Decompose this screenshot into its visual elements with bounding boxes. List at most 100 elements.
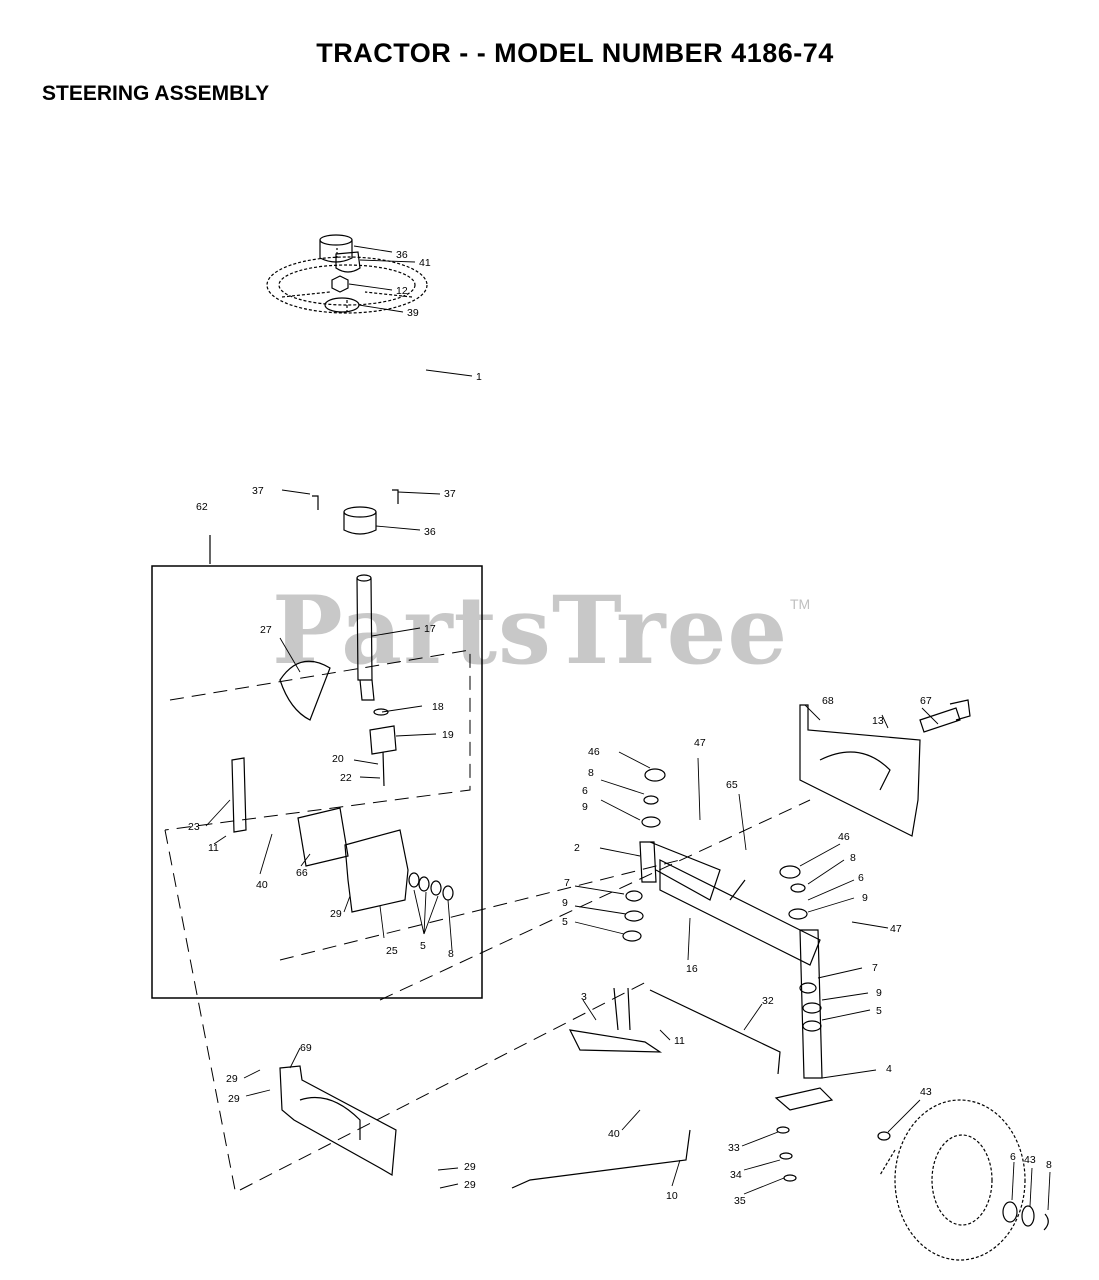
callout-20: 20	[332, 753, 344, 765]
callout-36-lower: 36	[424, 526, 436, 538]
callout-65: 65	[726, 779, 738, 791]
page-title: TRACTOR - - MODEL NUMBER 4186-74	[316, 38, 834, 68]
callout-32: 32	[762, 995, 774, 1007]
callout-40-lower: 40	[608, 1128, 620, 1140]
callout-8-upper: 8	[448, 948, 454, 960]
callout-19: 19	[442, 729, 454, 741]
shaft-support-19	[369, 708, 397, 755]
callout-5-left: 5	[562, 916, 568, 928]
bolt-22	[382, 751, 385, 787]
callout-62: 62	[196, 501, 208, 513]
bracket-25	[344, 829, 409, 913]
front-wheel	[879, 1099, 1026, 1261]
callout-41: 41	[419, 257, 431, 269]
callout-47-right: 47	[890, 923, 902, 935]
callout-37-left: 37	[252, 485, 264, 497]
callout-3: 3	[581, 991, 587, 1003]
callout-29-a: 29	[226, 1073, 238, 1085]
callout-13: 13	[872, 715, 884, 727]
callout-69: 69	[300, 1042, 312, 1054]
callout-6-wheel: 6	[1010, 1151, 1016, 1163]
watermark-trademark: TM	[790, 596, 811, 612]
callout-67: 67	[920, 695, 932, 707]
bushing-36	[312, 489, 399, 535]
nut-12	[331, 275, 349, 293]
axle-beam	[659, 859, 821, 966]
callout-47-left: 47	[694, 737, 706, 749]
callout-5-right: 5	[876, 1005, 882, 1017]
callout-4: 4	[886, 1063, 892, 1075]
callout-2: 2	[574, 842, 580, 854]
spindle-2	[639, 768, 721, 901]
drag-link-32	[649, 989, 781, 1075]
sector-gear-27	[279, 660, 331, 721]
callout-11-lower: 11	[674, 1035, 685, 1047]
callout-29-d: 29	[464, 1179, 476, 1191]
callout-29-b: 29	[228, 1093, 240, 1105]
washer-43a	[877, 1131, 891, 1141]
callout-68: 68	[822, 695, 834, 707]
clip-8	[1043, 1213, 1049, 1231]
callout-10: 10	[666, 1190, 678, 1202]
steering-arm-3	[568, 987, 663, 1053]
callout-27: 27	[260, 624, 272, 636]
callout-35: 35	[734, 1195, 746, 1207]
callout-36: 36	[396, 249, 408, 261]
callout-66: 66	[296, 867, 308, 879]
callout-5-upper: 5	[420, 940, 426, 952]
callout-7-right: 7	[872, 962, 878, 974]
bracket-23	[231, 757, 247, 833]
callout-18: 18	[432, 701, 444, 713]
callout-6-right: 6	[858, 872, 864, 884]
callout-46-right: 46	[838, 831, 850, 843]
steering-bellcrank	[774, 1087, 834, 1111]
spacer-66	[297, 807, 349, 867]
callout-8-left: 8	[588, 767, 594, 779]
bolt-67	[919, 699, 971, 733]
callout-33: 33	[728, 1142, 740, 1154]
callout-34: 34	[730, 1169, 742, 1181]
callout-1: 1	[476, 371, 482, 383]
callout-40-upper: 40	[256, 879, 268, 891]
callout-11-upper: 11	[208, 842, 219, 854]
steering-shaft-17	[356, 574, 375, 701]
callout-46-left: 46	[588, 746, 600, 758]
washers-33-35	[776, 1126, 797, 1182]
spindle-washers-left	[622, 795, 661, 942]
callout-9-right-lower: 9	[876, 987, 882, 999]
spindle-4	[779, 865, 823, 1079]
hub-adapter-41	[335, 248, 361, 273]
subassembly-box-62	[151, 565, 483, 999]
callout-39: 39	[407, 307, 419, 319]
section-title: STEERING ASSEMBLY	[42, 82, 270, 105]
callout-8-wheel: 8	[1046, 1159, 1052, 1171]
callout-29-c: 29	[464, 1161, 476, 1173]
spindle-washers-right	[788, 883, 822, 1032]
callout-25: 25	[386, 945, 398, 957]
callout-23: 23	[188, 821, 200, 833]
callout-labels: 36 12 39 1 41 37 37 36 62 27 17 18 19 20…	[188, 249, 1052, 1207]
washer-6	[1002, 1201, 1018, 1223]
callout-9-left-lower: 9	[562, 897, 568, 909]
callout-43-lower: 43	[1024, 1154, 1036, 1166]
callout-29-upper: 29	[330, 908, 342, 920]
callout-37-right: 37	[444, 488, 456, 500]
callout-9-right: 9	[862, 892, 868, 904]
callout-8-right: 8	[850, 852, 856, 864]
washers-5	[408, 872, 454, 901]
callout-17: 17	[424, 623, 436, 635]
callout-22: 22	[340, 772, 352, 784]
steering-wheel	[266, 256, 428, 314]
frame-bracket-69	[279, 1065, 397, 1176]
callout-7-left: 7	[564, 877, 570, 889]
callout-9-left: 9	[582, 801, 588, 813]
frame-bracket-68	[799, 704, 921, 837]
tie-rod-10	[511, 1129, 691, 1189]
callout-43-upper: 43	[920, 1086, 932, 1098]
leader-lines	[205, 245, 1051, 1211]
washer-43b	[1021, 1205, 1035, 1227]
callout-6-left: 6	[582, 785, 588, 797]
assembly-dashed-lines	[164, 649, 811, 1191]
callout-12: 12	[396, 285, 408, 297]
